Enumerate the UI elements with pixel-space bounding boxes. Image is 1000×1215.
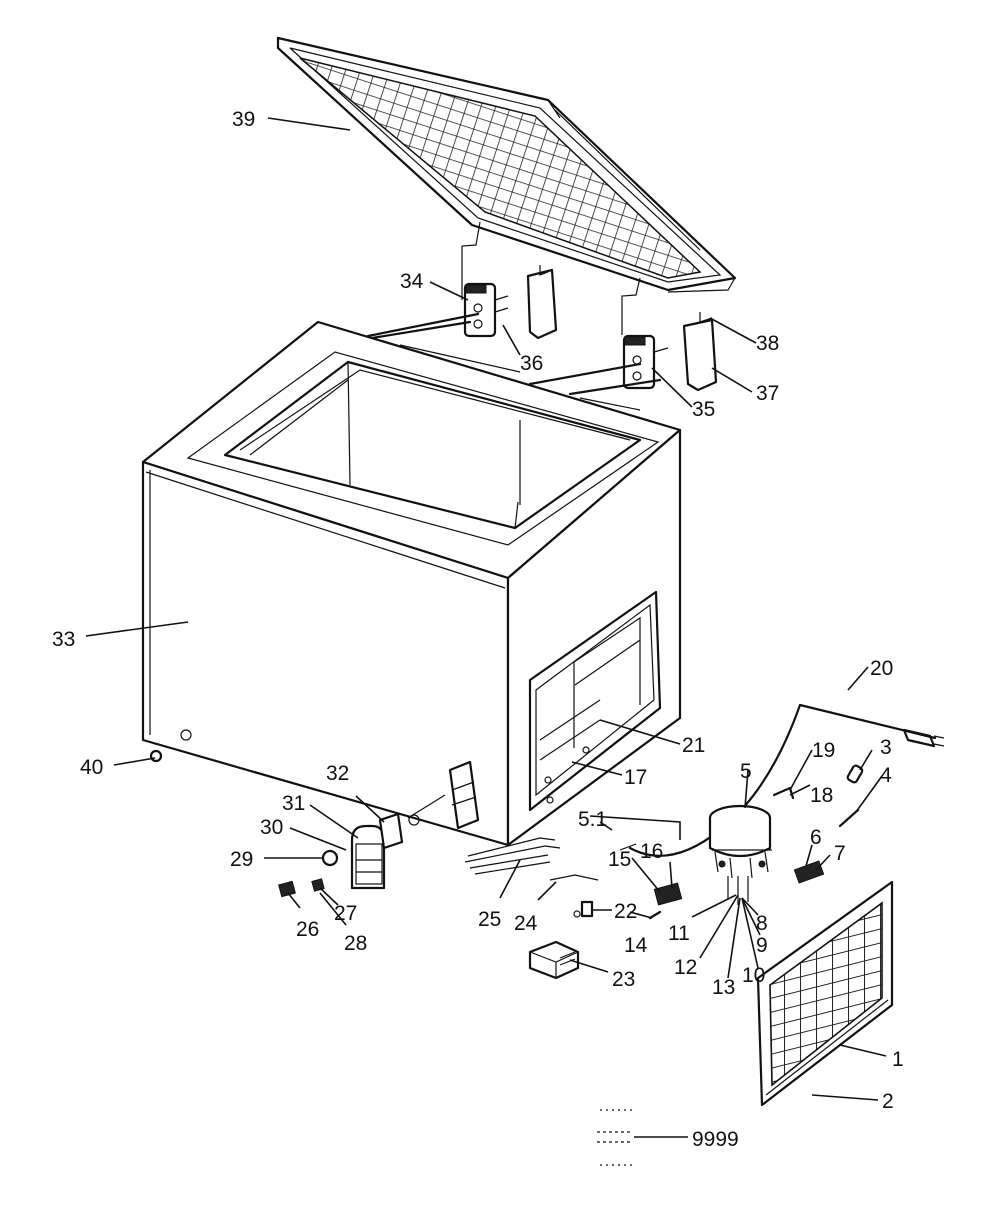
hinge-cover-right: [682, 312, 718, 392]
lid: [276, 36, 737, 293]
callout-38: 38: [756, 332, 779, 355]
callout-23: 23: [612, 968, 635, 991]
callout-12: 12: [674, 956, 697, 979]
callout-11: 11: [668, 922, 690, 945]
thermostat-bracket: [378, 812, 404, 850]
wire-24: [549, 874, 599, 881]
callout-2: 2: [882, 1090, 894, 1113]
relay: [573, 900, 594, 918]
callout-3: 3: [880, 736, 892, 759]
callout-10: 10: [742, 964, 765, 987]
hinge-right: [622, 334, 669, 390]
callout-20: 20: [870, 657, 893, 680]
lid-brackets: [461, 221, 641, 335]
condenser: [756, 880, 894, 1107]
callout-35: 35: [692, 398, 715, 421]
callout-14: 14: [624, 934, 648, 957]
callout-9999: 9999: [692, 1128, 739, 1151]
hinge-cover-left: [526, 265, 558, 340]
callout-21: 21: [682, 734, 705, 757]
callout-1: 1: [892, 1048, 904, 1071]
callout-19: 19: [812, 739, 835, 762]
compressor-mounts: [727, 876, 749, 905]
callout-30: 30: [260, 816, 283, 839]
part-14: [648, 910, 662, 920]
thermostat-knob-assembly: [350, 824, 386, 890]
hinge-rods: [358, 312, 662, 411]
overload-protector: [793, 860, 825, 884]
callout-13: 13: [712, 976, 735, 999]
callout-5: 5: [740, 760, 752, 783]
callout-17: 17: [624, 766, 647, 789]
cabinet: [141, 320, 682, 847]
callout-36: 36: [520, 352, 543, 375]
callout-4: 4: [880, 764, 892, 787]
compressor: [708, 804, 772, 879]
front-control-panel: [407, 760, 480, 830]
callout-5.1: 5.1: [578, 808, 607, 831]
hinge-left: [463, 282, 509, 338]
drain-plug: [149, 749, 163, 763]
callout-labels: 39 34 36 38 37 35 33 40 20 21 17 5.1 32 …: [52, 108, 904, 1151]
callout-8: 8: [756, 912, 768, 935]
legend-mark: [597, 1109, 632, 1166]
part-3: [846, 764, 864, 784]
callout-24: 24: [514, 912, 538, 935]
callout-39: 39: [232, 108, 255, 131]
callout-29: 29: [230, 848, 253, 871]
compressor-compartment: [528, 590, 662, 812]
starter-relay-23: [528, 940, 580, 980]
callout-25: 25: [478, 908, 501, 931]
callout-9: 9: [756, 934, 768, 957]
part-4: [838, 808, 860, 828]
callout-26: 26: [296, 918, 319, 941]
terminal-box: [653, 882, 683, 906]
callout-34: 34: [400, 270, 424, 293]
callout-28: 28: [344, 932, 367, 955]
leader-lines: [85, 117, 887, 1138]
small-clip-26: [278, 880, 296, 898]
callout-32: 32: [326, 762, 349, 785]
callout-6: 6: [810, 826, 822, 849]
knob: [321, 849, 339, 867]
callout-22: 22: [614, 900, 637, 923]
callout-18: 18: [810, 784, 833, 807]
callout-7: 7: [834, 842, 846, 865]
callout-33: 33: [52, 628, 75, 651]
callout-31: 31: [282, 792, 305, 815]
wire-harness: [464, 837, 561, 875]
callout-16: 16: [640, 840, 663, 863]
callout-40: 40: [80, 756, 103, 779]
callout-15: 15: [608, 848, 631, 871]
callout-27: 27: [334, 902, 357, 925]
callout-37: 37: [756, 382, 779, 405]
